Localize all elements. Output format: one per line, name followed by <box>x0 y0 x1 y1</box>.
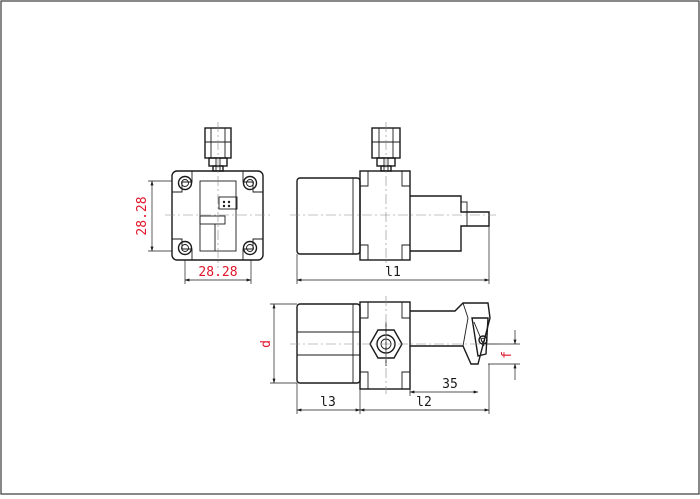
side-view-tool-holder <box>410 195 490 252</box>
top-view-clamp-block <box>359 301 411 390</box>
end-view-body <box>171 170 264 261</box>
end-view <box>165 122 272 268</box>
dim-f-label: f <box>500 351 515 359</box>
dim-l3-label: l3 <box>320 395 336 410</box>
dim-d-label: d <box>259 340 274 348</box>
top-view-insert <box>471 317 489 357</box>
dim-l2-label: l2 <box>416 395 432 410</box>
dim-l3-l2: l3 l2 <box>296 364 490 414</box>
dim-l1-label: l1 <box>385 265 401 280</box>
dim-square-height: 28.28 <box>135 180 172 252</box>
dim-square-height-label: 28.28 <box>135 196 150 235</box>
top-view-shank <box>296 303 361 384</box>
dim-f: f <box>483 330 520 380</box>
dim-l1: l1 <box>296 226 490 284</box>
side-view <box>290 122 496 266</box>
top-view-tool-holder <box>410 302 491 365</box>
dim-35: 35 <box>409 377 479 396</box>
dim-square-width: 28.28 <box>184 260 252 284</box>
side-view-clamp-block <box>359 170 411 261</box>
top-view <box>290 296 500 394</box>
dim-square-width-label: 28.28 <box>198 265 237 280</box>
dim-d: d <box>259 303 297 384</box>
dim-35-label: 35 <box>442 377 458 392</box>
end-view-screw-holes <box>177 175 258 256</box>
side-view-shank <box>296 177 361 255</box>
